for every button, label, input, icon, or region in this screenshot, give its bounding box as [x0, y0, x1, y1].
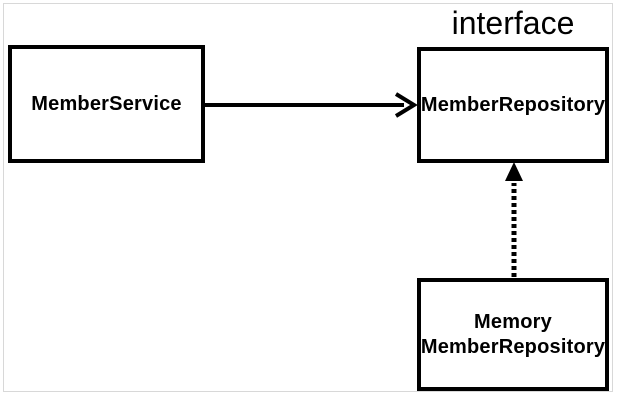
node-member-service-label: MemberService	[31, 92, 182, 115]
node-member-repository: MemberRepository	[417, 47, 609, 163]
node-memory-member-repository-label-line1: Memory	[474, 310, 552, 333]
node-member-service: MemberService	[8, 45, 205, 163]
node-member-repository-label: MemberRepository	[420, 93, 606, 116]
interface-stereotype-label: interface	[451, 5, 575, 41]
node-memory-member-repository-label-line2: MemberRepository	[420, 335, 606, 358]
node-memory-member-repository: Memory MemberRepository	[417, 278, 609, 391]
